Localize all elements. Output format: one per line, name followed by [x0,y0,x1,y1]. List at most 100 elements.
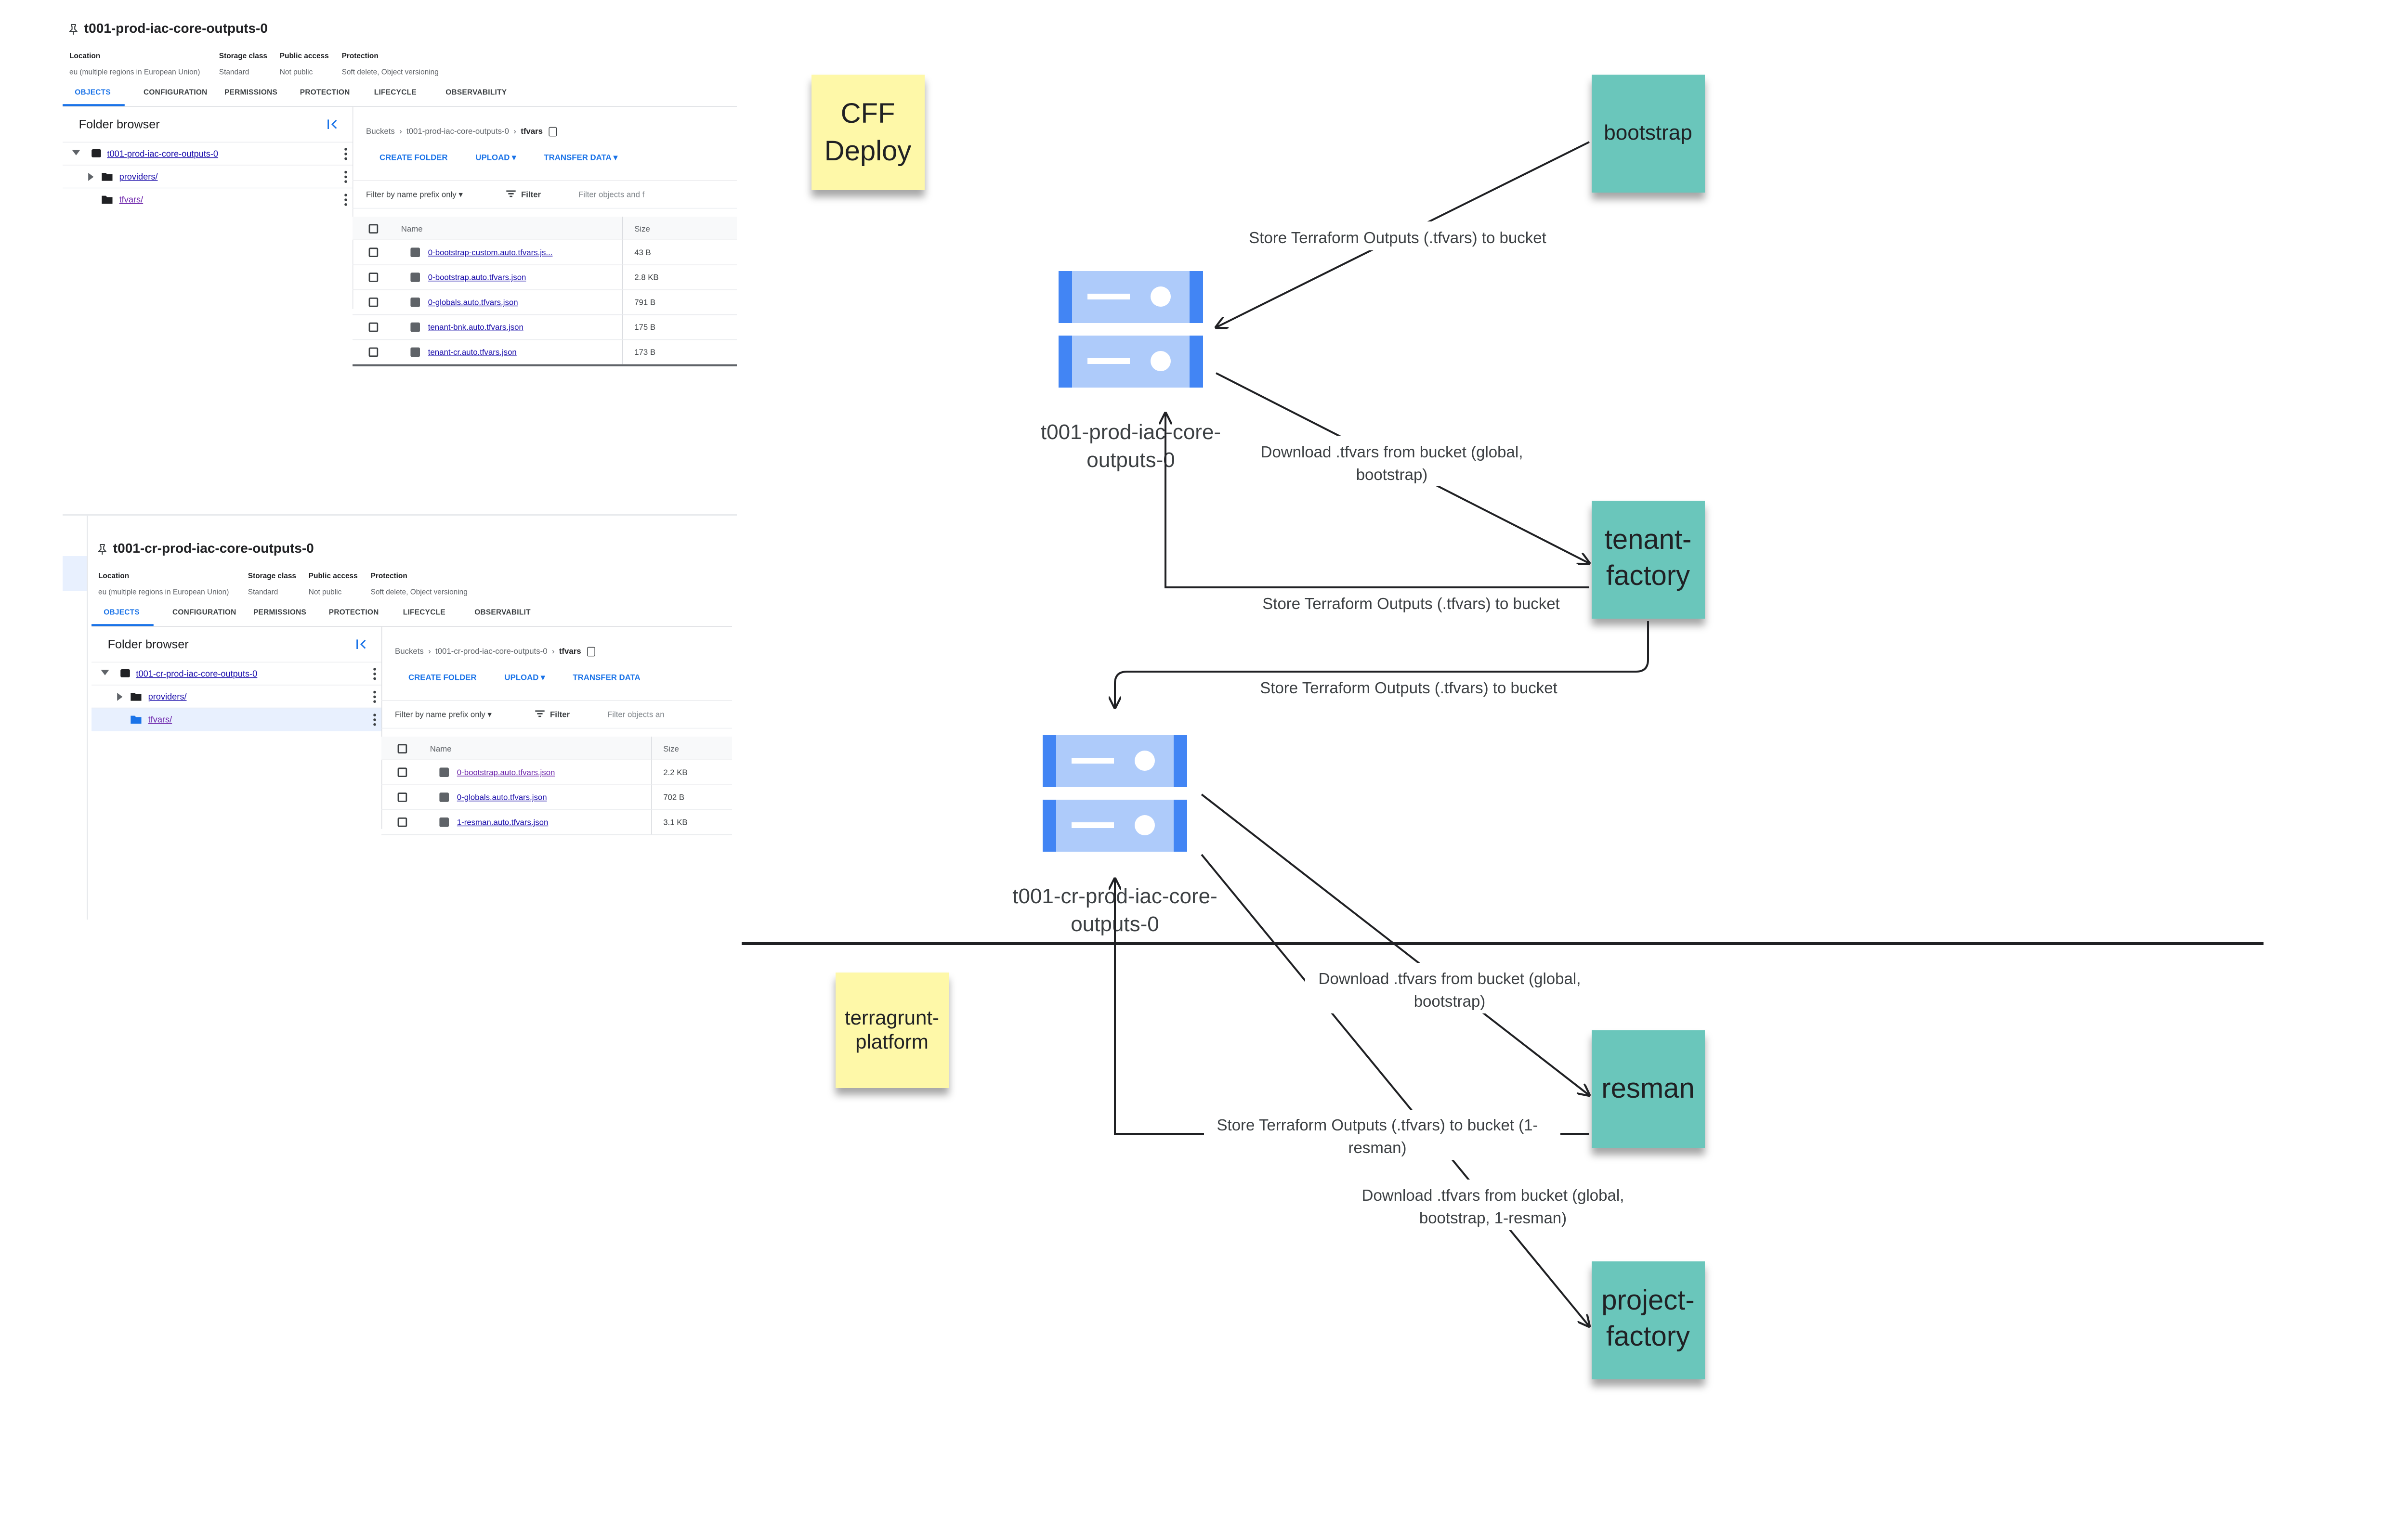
tree-item-providers[interactable]: providers/ [63,165,353,188]
chevron-down-icon[interactable] [72,150,80,156]
sticky-resman[interactable]: resman [1592,1030,1705,1148]
select-all-checkbox[interactable] [368,224,379,234]
storage-bucket-icon[interactable] [1059,271,1203,388]
tree-item-label[interactable]: providers/ [148,691,187,702]
chevron-right-icon[interactable] [117,693,123,701]
breadcrumb-bucket[interactable]: t001-cr-prod-iac-core-outputs-0 [435,646,548,656]
table-row[interactable]: 1-resman.auto.tfvars.json 3.1 KB [381,810,732,835]
more-vert-icon[interactable] [344,194,347,206]
row-checkbox[interactable] [368,298,379,307]
more-vert-icon[interactable] [373,668,376,680]
tree-item-label[interactable]: t001-prod-iac-core-outputs-0 [107,148,219,159]
objects-table: Name Size 0-bootstrap-custom.auto.tfvars… [353,217,737,366]
row-checkbox[interactable] [368,272,379,282]
filter-input[interactable]: Filter objects and f [578,190,645,199]
row-checkbox[interactable] [368,322,379,332]
filter-label[interactable]: Filter [550,710,570,719]
sticky-text: bootstrap [1604,121,1692,144]
chevron-right-icon[interactable] [88,173,94,181]
tree-item-label[interactable]: tfvars/ [148,714,172,725]
row-checkbox[interactable] [397,767,407,777]
column-size[interactable]: Size [634,224,650,234]
row-checkbox[interactable] [397,817,407,827]
tree-item-label[interactable]: providers/ [119,171,158,182]
tree-item-bucket[interactable]: t001-prod-iac-core-outputs-0 [63,142,353,166]
upload-button[interactable]: UPLOAD ▾ [475,153,516,162]
more-vert-icon[interactable] [373,690,376,703]
file-name-link[interactable]: tenant-cr.auto.tfvars.json [428,347,517,357]
prefix-filter-select[interactable]: Filter by name prefix only ▾ [395,710,492,719]
tab-lifecycle[interactable]: LIFECYCLE [374,89,417,97]
tab-protection[interactable]: PROTECTION [328,609,379,617]
file-name-link[interactable]: 1-resman.auto.tfvars.json [457,817,549,827]
filter-icon[interactable] [535,710,545,717]
filter-input[interactable]: Filter objects an [607,710,665,719]
file-name-link[interactable]: 0-globals.auto.tfvars.json [457,792,547,802]
column-name[interactable]: Name [401,224,423,234]
tree-item-providers[interactable]: providers/ [92,685,381,708]
tab-lifecycle[interactable]: LIFECYCLE [403,609,445,617]
column-size[interactable]: Size [663,744,679,753]
breadcrumb-root[interactable]: Buckets [366,126,395,136]
select-all-checkbox[interactable] [397,744,407,753]
filter-label[interactable]: Filter [521,190,541,199]
more-vert-icon[interactable] [344,170,347,183]
tab-observability[interactable]: OBSERVABILITY [445,89,507,97]
create-folder-button[interactable]: CREATE FOLDER [408,673,477,682]
copy-icon[interactable] [549,127,557,137]
sticky-text: CFF [841,98,895,129]
table-header: Name Size [381,737,732,760]
create-folder-button[interactable]: CREATE FOLDER [380,153,448,162]
tree-item-tfvars[interactable]: tfvars/ [92,707,381,731]
sticky-terragrunt-platform[interactable]: terragrunt- platform [836,973,949,1088]
table-row[interactable]: tenant-bnk.auto.tfvars.json 175 B [353,315,737,340]
breadcrumb-bucket[interactable]: t001-prod-iac-core-outputs-0 [406,126,509,136]
transfer-data-button[interactable]: TRANSFER DATA ▾ [544,153,618,162]
pin-icon[interactable] [69,24,78,35]
row-checkbox[interactable] [397,792,407,802]
prefix-filter-select[interactable]: Filter by name prefix only ▾ [366,190,463,199]
tab-observability[interactable]: OBSERVABILIT [474,609,531,617]
file-name-link[interactable]: 0-bootstrap-custom.auto.tfvars.js... [428,247,553,257]
table-row[interactable]: 0-bootstrap.auto.tfvars.json 2.8 KB [353,265,737,290]
table-row[interactable]: 0-globals.auto.tfvars.json 702 B [381,785,732,810]
pin-icon[interactable] [98,544,106,555]
more-vert-icon[interactable] [373,714,376,726]
storage-bucket-icon[interactable] [1043,735,1187,852]
copy-icon[interactable] [587,647,596,657]
file-name-link[interactable]: 0-globals.auto.tfvars.json [428,298,518,307]
collapse-panel-icon[interactable] [327,119,339,130]
tab-objects[interactable]: OBJECTS [104,609,140,617]
filter-icon[interactable] [506,190,516,197]
sticky-project-factory[interactable]: project- factory [1592,1261,1705,1379]
sticky-bootstrap[interactable]: bootstrap [1592,75,1705,193]
tab-permissions[interactable]: PERMISSIONS [224,89,278,97]
upload-button[interactable]: UPLOAD ▾ [504,673,545,682]
tab-protection[interactable]: PROTECTION [300,89,350,97]
tab-configuration[interactable]: CONFIGURATION [172,609,236,617]
tab-configuration[interactable]: CONFIGURATION [144,89,208,97]
sticky-tenant-factory[interactable]: tenant- factory [1592,501,1705,619]
transfer-data-button[interactable]: TRANSFER DATA [573,673,641,682]
more-vert-icon[interactable] [344,148,347,160]
sticky-cff-deploy[interactable]: CFF Deploy [811,75,925,190]
table-row[interactable]: 0-globals.auto.tfvars.json 791 B [353,290,737,315]
tab-objects[interactable]: OBJECTS [75,89,111,97]
tab-permissions[interactable]: PERMISSIONS [253,609,307,617]
collapse-panel-icon[interactable] [356,639,368,649]
chevron-down-icon[interactable] [101,670,109,675]
table-row[interactable]: 0-bootstrap.auto.tfvars.json 2.2 KB [381,760,732,785]
row-checkbox[interactable] [368,247,379,257]
tree-item-label[interactable]: t001-cr-prod-iac-core-outputs-0 [136,668,258,679]
tree-item-label[interactable]: tfvars/ [119,194,144,205]
row-checkbox[interactable] [368,347,379,357]
tree-item-bucket[interactable]: t001-cr-prod-iac-core-outputs-0 [92,662,381,686]
tree-item-tfvars[interactable]: tfvars/ [63,187,353,211]
column-name[interactable]: Name [430,744,452,753]
breadcrumb-root[interactable]: Buckets [395,646,424,656]
file-name-link[interactable]: 0-bootstrap.auto.tfvars.json [457,767,555,777]
table-row[interactable]: tenant-cr.auto.tfvars.json 173 B [353,340,737,366]
file-name-link[interactable]: 0-bootstrap.auto.tfvars.json [428,272,526,282]
file-name-link[interactable]: tenant-bnk.auto.tfvars.json [428,322,523,332]
table-row[interactable]: 0-bootstrap-custom.auto.tfvars.js... 43 … [353,240,737,265]
